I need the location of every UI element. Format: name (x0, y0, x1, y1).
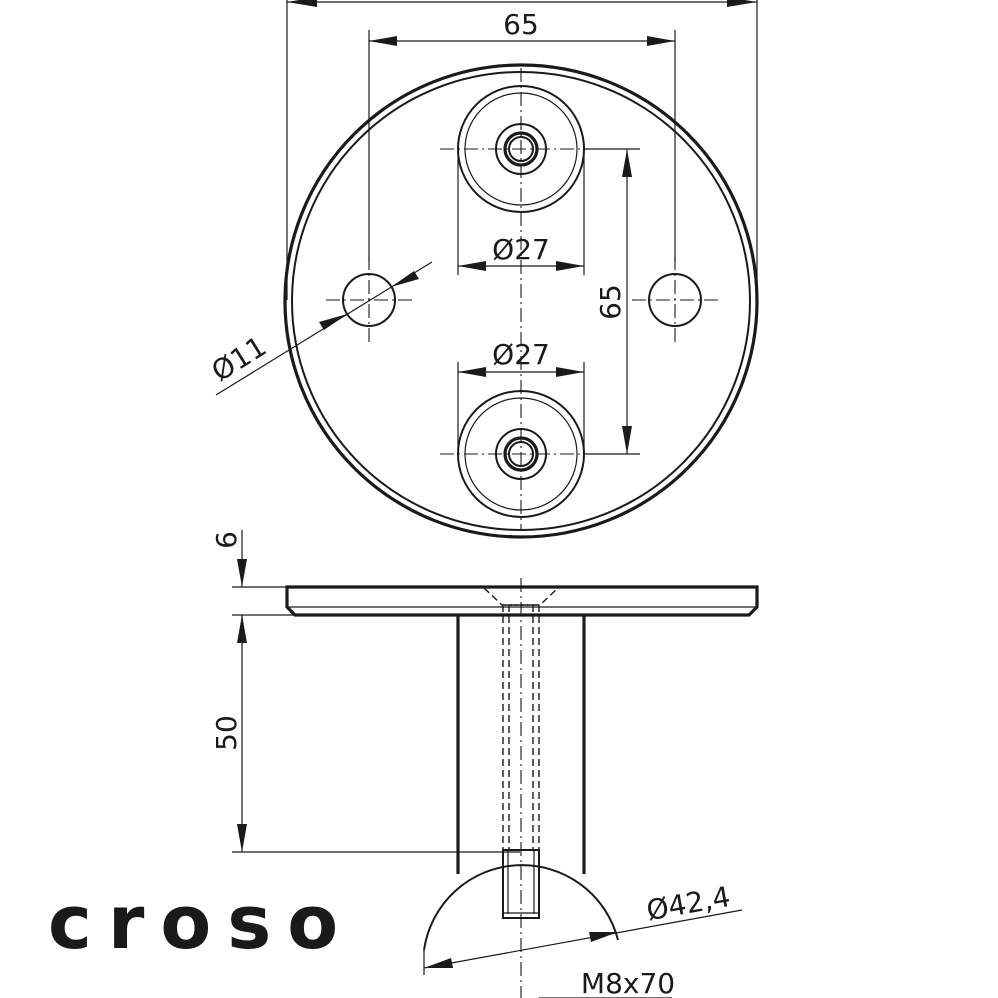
plate-profile (285, 585, 759, 617)
arrow-tube-left (424, 958, 453, 968)
boss-upper-bore-inner (508, 136, 534, 162)
dim-text-hole: Ø11 (206, 330, 272, 389)
dim-text-boss-lower: Ø27 (492, 338, 550, 371)
dim-text-screw: M8x70 (581, 967, 675, 998)
arrow-50-bottom (237, 824, 247, 852)
dim-text-tube: Ø42,4 (644, 880, 733, 927)
arrow-plate-right (727, 0, 757, 7)
dim-text-65-vertical: 65 (594, 284, 627, 320)
tube-arc (423, 864, 619, 951)
arrow-65v-bottom (622, 426, 632, 454)
dim-text-boss-upper: Ø27 (492, 233, 550, 266)
arrow-boss-lower-right (556, 367, 584, 377)
countersink-hidden (483, 587, 559, 606)
arrow-hole-lower (319, 314, 347, 330)
dim-text-6: 6 (210, 531, 243, 549)
arrow-65h-left (369, 36, 397, 46)
arrow-65h-right (647, 36, 675, 46)
top-view: 65 65 Ø27 Ø27 Ø11 (206, 0, 759, 539)
arrow-boss-upper-left (458, 261, 486, 271)
brand-logo: croso (48, 880, 354, 966)
arrow-hole-upper (391, 271, 419, 287)
arrow-tube-right (589, 932, 618, 942)
dim-text-50: 50 (210, 715, 243, 751)
arrow-boss-lower-left (458, 367, 486, 377)
arrow-6-top (237, 559, 247, 587)
arrow-plate-left (287, 0, 317, 7)
arrow-boss-upper-right (556, 261, 584, 271)
leader-tube (423, 909, 743, 969)
dim-text-65-horizontal: 65 (503, 8, 539, 41)
screw-body (502, 849, 540, 919)
arrow-65v-top (622, 149, 632, 177)
plate-outer-circle (283, 63, 759, 539)
